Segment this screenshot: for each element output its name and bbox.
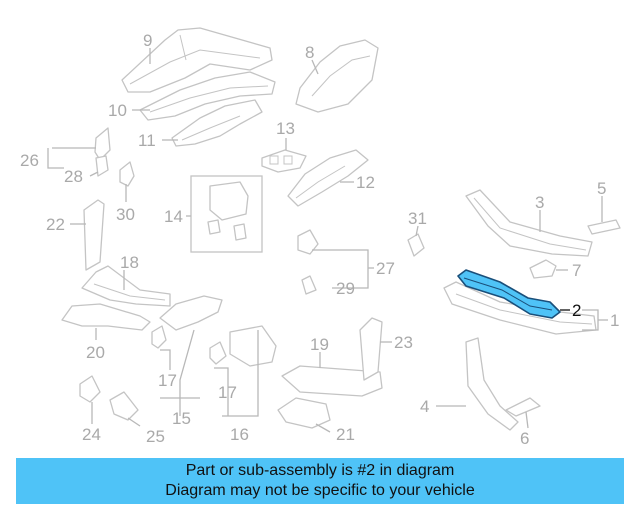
part-8-console-panel — [295, 39, 379, 113]
leader-lines — [47, 48, 608, 433]
part-29-clip — [301, 275, 317, 295]
callout-4: 4 — [420, 397, 429, 416]
callout-9: 9 — [143, 31, 152, 50]
callout-26: 26 — [20, 151, 39, 170]
callout-labels: 9 8 10 11 13 26 28 30 12 14 22 31 3 5 18… — [20, 31, 619, 448]
callout-7: 7 — [572, 261, 581, 280]
callout-6: 6 — [520, 429, 529, 448]
callout-23: 23 — [394, 333, 413, 352]
part-22-panel — [83, 199, 105, 271]
banner-line-2: Diagram may not be specific to your vehi… — [165, 482, 475, 499]
part-21-duct — [277, 397, 331, 429]
callout-21: 21 — [336, 425, 355, 444]
part-9-duct — [121, 27, 273, 93]
callout-27: 27 — [376, 259, 395, 278]
part-4-duct — [465, 337, 519, 431]
part-6-bracket — [505, 397, 541, 417]
part-31-clip — [407, 233, 425, 257]
callout-11: 11 — [138, 131, 156, 150]
info-banner: Part or sub-assembly is #2 in diagram Di… — [16, 458, 624, 504]
callout-15: 15 — [172, 409, 191, 428]
callout-17-right: 17 — [218, 383, 237, 402]
callout-8: 8 — [305, 43, 314, 62]
part-12-duct — [287, 149, 369, 207]
part-11-duct — [171, 99, 263, 147]
callout-1: 1 — [610, 311, 619, 330]
part-26-bracket — [94, 127, 111, 161]
parts-diagram: 9 8 10 11 13 26 28 30 12 14 22 31 3 5 18… — [20, 27, 621, 448]
banner-line-1: Part or sub-assembly is #2 in diagram — [185, 462, 455, 479]
part-19-duct — [281, 365, 383, 397]
callout-20: 20 — [86, 343, 105, 362]
part-3-duct — [465, 189, 593, 257]
callout-30: 30 — [116, 205, 135, 224]
part-24-clip — [79, 375, 101, 403]
callout-19: 19 — [310, 335, 329, 354]
callout-25: 25 — [146, 427, 165, 446]
callout-29: 29 — [336, 279, 355, 298]
callout-3: 3 — [535, 193, 544, 212]
callout-5: 5 — [597, 179, 606, 198]
part-25-fitting — [109, 391, 139, 421]
part-10-duct — [139, 71, 276, 121]
part-20-duct — [61, 303, 151, 331]
part-15-duct — [159, 295, 223, 331]
part-17-clip-right — [209, 341, 227, 365]
part-27-bracket — [297, 229, 319, 255]
part-13-grille — [261, 149, 307, 173]
part-7-clip — [529, 259, 557, 279]
part-14-kit — [190, 175, 263, 253]
callout-14: 14 — [164, 207, 183, 226]
callout-31: 31 — [408, 209, 427, 228]
callout-22: 22 — [46, 215, 65, 234]
part-23-panel — [359, 317, 383, 381]
callout-24: 24 — [82, 425, 101, 444]
callout-18: 18 — [120, 253, 139, 272]
part-28-clip — [95, 155, 109, 177]
callout-17-left: 17 — [158, 371, 177, 390]
callout-2: 2 — [572, 301, 581, 320]
part-16-duct — [229, 325, 277, 367]
part-17-clip-left — [151, 325, 167, 349]
part-5-bracket — [587, 219, 621, 235]
callout-16: 16 — [230, 425, 249, 444]
callout-10: 10 — [108, 101, 127, 120]
part-30-clip — [119, 161, 135, 187]
part-2-highlighted-duct — [457, 269, 561, 319]
callout-28: 28 — [64, 167, 83, 186]
callout-12: 12 — [356, 173, 375, 192]
callout-13: 13 — [276, 119, 295, 138]
part-18-duct — [81, 265, 171, 307]
